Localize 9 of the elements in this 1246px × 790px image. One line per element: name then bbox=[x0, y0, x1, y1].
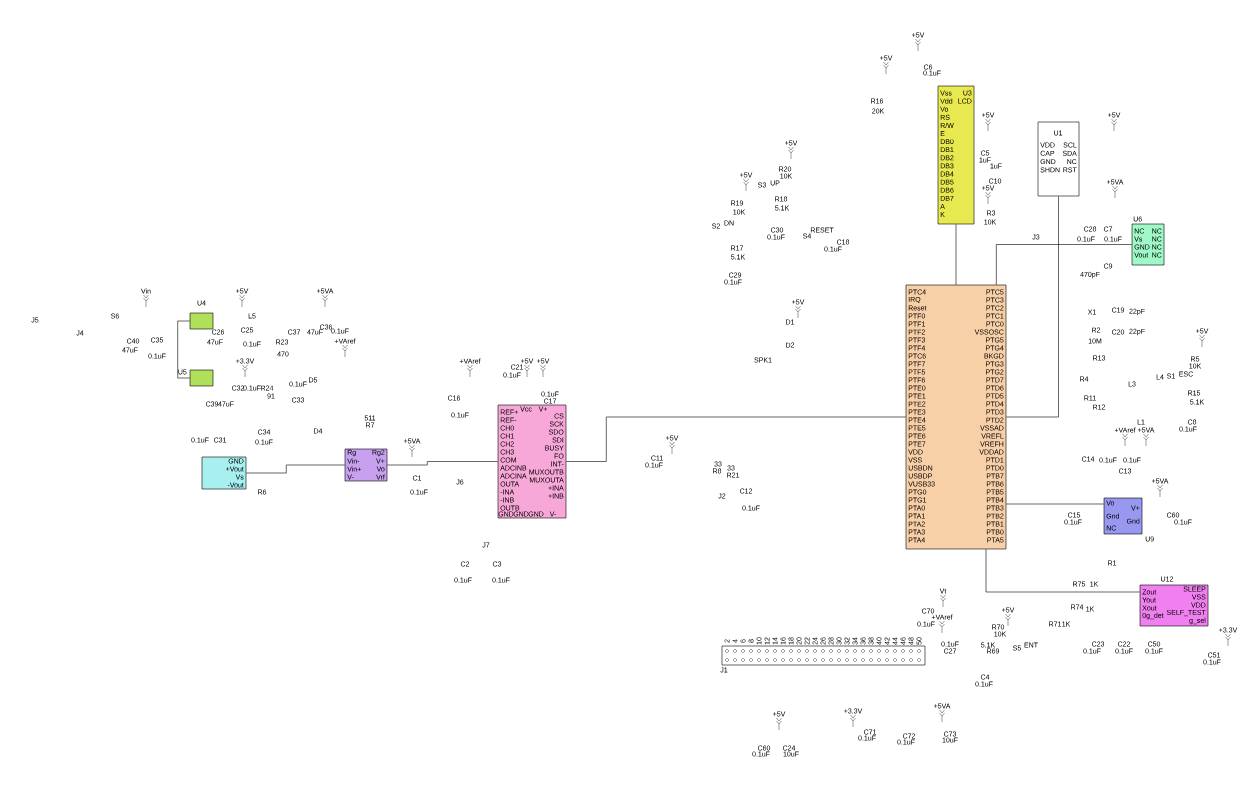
wire bbox=[246, 464, 345, 474]
wire bbox=[955, 224, 957, 285]
wire bbox=[387, 461, 498, 466]
wire bbox=[1006, 503, 1104, 505]
wire bbox=[985, 549, 1140, 593]
wire bbox=[1006, 196, 1059, 418]
wire bbox=[996, 244, 1132, 285]
wire bbox=[566, 416, 906, 462]
wire bbox=[177, 320, 190, 379]
